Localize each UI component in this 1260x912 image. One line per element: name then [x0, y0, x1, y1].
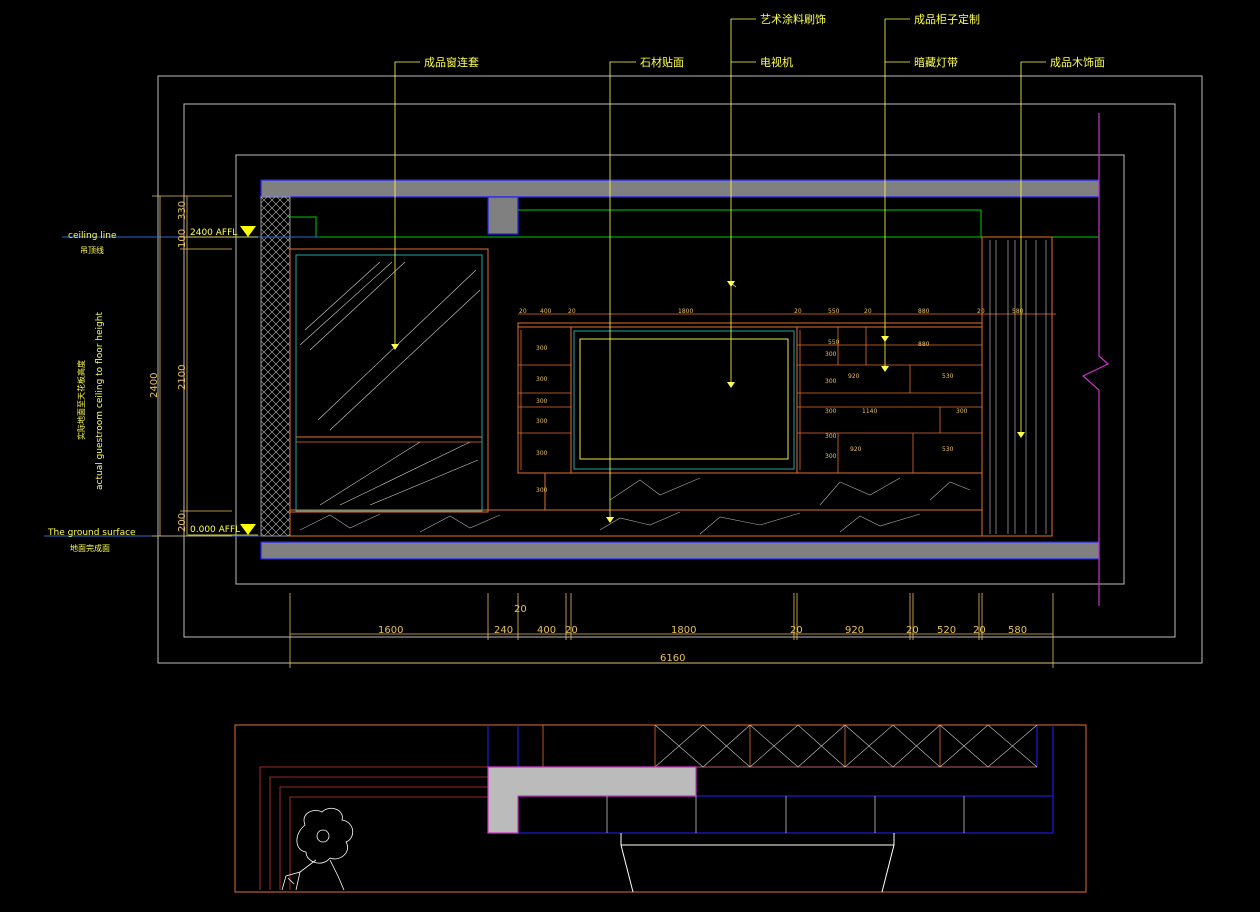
hatched-wall: [260, 196, 291, 537]
label-hidden-light-strip: 暗藏灯带: [914, 55, 958, 69]
dim-2400: 2400: [149, 373, 160, 398]
plan-view: [234, 724, 1087, 893]
leader-arrows: [391, 281, 1025, 523]
dim-seg-20c: 20: [906, 625, 919, 636]
floor-level-marker: [240, 524, 256, 535]
dim-top-20: 20: [514, 604, 527, 615]
cabinet-dimensions: 20 400 20 1800 20 550 20 880 20 580 550 …: [519, 308, 1024, 494]
cab-inner-dim-8: 530: [942, 446, 954, 453]
label-custom-cabinet: 成品柜子定制: [914, 12, 980, 26]
cab-left-dim-3: 300: [536, 398, 548, 405]
outer-frame: [157, 75, 1203, 664]
dim-seg-20d: 20: [973, 625, 986, 636]
dim-seg-400: 400: [537, 625, 556, 636]
cab-top-dim-6: 550: [828, 308, 840, 315]
ceiling-beam: [487, 196, 519, 235]
window-set: [289, 248, 489, 513]
cab-right-dim-1: 300: [825, 351, 837, 358]
cab-inner-dim-5: 1140: [862, 408, 877, 415]
cab-left-dim-6: 300: [536, 487, 548, 494]
floor-level-label: 0.000 AFFL: [190, 525, 240, 535]
ceiling-slab: [260, 179, 1100, 198]
floor-slab: [260, 541, 1100, 560]
cab-right-dim-3: 300: [825, 408, 837, 415]
cab-right-dim-2: 300: [825, 378, 837, 385]
ceiling-level-marker: [240, 226, 256, 237]
dim-seg-20b: 20: [790, 625, 803, 636]
cab-top-dim-10: 580: [1012, 308, 1024, 315]
dim-100: 100: [177, 229, 188, 248]
cab-top-dim-4: 1800: [678, 308, 693, 315]
ceiling-line-label: ceiling line: [68, 231, 117, 241]
dim-seg-20a: 20: [565, 625, 578, 636]
cab-inner-dim-7: 920: [850, 446, 862, 453]
label-tv: 电视机: [760, 55, 793, 69]
cab-left-dim-2: 300: [536, 376, 548, 383]
label-stone-finish: 石材贴面: [640, 55, 684, 69]
horizontal-dim-lines: [289, 593, 1054, 668]
inner-frame: [235, 154, 1125, 585]
height-note-cn: 实际地面至天花板高度: [76, 360, 86, 440]
ceiling-step-green: [518, 209, 982, 237]
ceiling-level-label: 2400 AFFL: [190, 228, 237, 238]
dim-seg-920: 920: [845, 625, 864, 636]
dim-330: 330: [177, 201, 188, 220]
cab-top-dim-7: 20: [864, 308, 872, 315]
wood-panel: [981, 236, 1053, 537]
cab-top-dim-3: 20: [568, 308, 576, 315]
cab-right-dim-4: 300: [825, 433, 837, 440]
dim-seg-1800: 1800: [671, 625, 696, 636]
cab-top-dim-9: 20: [977, 308, 985, 315]
cab-top-dim-2: 400: [540, 308, 552, 315]
cab-inner-dim-4: 530: [942, 373, 954, 380]
height-note-en: actual guestroom ceiling to floor height: [95, 312, 105, 490]
cab-inner-dim-3: 920: [848, 373, 860, 380]
label-wood-finish: 成品木饰面: [1050, 55, 1105, 69]
tv-cabinet: 20 400 20 1800 20 550 20 880 20 580 550 …: [517, 308, 1024, 494]
cab-inner-dim-6: 300: [956, 408, 968, 415]
ground-surface-cn-label: 地面完成面: [70, 543, 110, 553]
dim-total-6160: 6160: [660, 653, 685, 664]
cab-left-dim-1: 300: [536, 345, 548, 352]
cab-inner-dim-1: 550: [828, 339, 840, 346]
dim-seg-520: 520: [937, 625, 956, 636]
dim-seg-1600: 1600: [378, 625, 403, 636]
vertical-dim-lines: [152, 195, 232, 537]
ceiling-line-cn-label: 吊顶线: [80, 245, 104, 255]
ceiling-line-green: [290, 216, 1099, 238]
dim-seg-580: 580: [1008, 625, 1027, 636]
plant-symbol: [281, 807, 354, 891]
dim-2100: 2100: [177, 365, 188, 390]
label-finished-window-set: 成品窗连套: [424, 55, 479, 69]
cab-right-dim-5: 300: [825, 453, 837, 460]
cab-top-dim-1: 20: [519, 308, 527, 315]
tv-screen: [579, 338, 789, 460]
cab-top-dim-5: 20: [794, 308, 802, 315]
cab-left-dim-5: 300: [536, 450, 548, 457]
cab-inner-dim-2: 880: [918, 341, 930, 348]
middle-frame: [183, 103, 1176, 638]
label-art-paint-finish: 艺术涂料刷饰: [760, 12, 826, 26]
cab-top-dim-8: 880: [918, 308, 930, 315]
leader-lines: [394, 18, 1046, 519]
ground-surface-label: The ground surface: [47, 528, 136, 538]
break-line: [1081, 113, 1110, 606]
dim-200: 200: [177, 513, 188, 532]
cab-left-dim-4: 300: [536, 418, 548, 425]
dim-seg-240: 240: [494, 625, 513, 636]
stone-base: [289, 472, 983, 537]
